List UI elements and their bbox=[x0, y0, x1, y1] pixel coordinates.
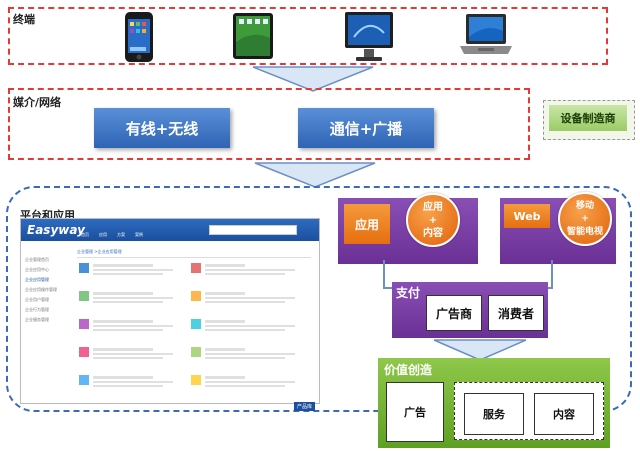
screenshot-badge: 产品库 bbox=[294, 402, 316, 411]
screenshot-sidebar-item: 企业服务管理 bbox=[25, 317, 49, 322]
media-section bbox=[8, 88, 530, 160]
media-title: 媒介/网络 bbox=[13, 96, 62, 109]
payment-label: 支付 bbox=[396, 286, 421, 300]
smartphone-icon bbox=[124, 11, 154, 67]
screenshot-nav: 首页 应用 方案 案例 bbox=[81, 232, 221, 240]
content-card: 内容 bbox=[534, 393, 594, 435]
down-arrow-icon bbox=[248, 64, 378, 98]
screenshot-search bbox=[209, 225, 297, 235]
telecom-broadcast-box: 通信+广播 bbox=[298, 108, 434, 148]
platform-section bbox=[6, 186, 632, 412]
screenshot-sidebar: 企业管理首页 企业应用中心 企业应用管理 企业应用操作管理 企业用户管理 企业行… bbox=[25, 257, 69, 337]
consumer-card: 消费者 bbox=[488, 295, 544, 331]
screenshot-divider bbox=[77, 257, 311, 258]
ad-card: 广告 bbox=[386, 382, 444, 442]
web-tile: Web bbox=[504, 204, 550, 228]
advertiser-card: 广告商 bbox=[426, 295, 482, 331]
screenshot-nav-item: 方案 bbox=[117, 232, 125, 237]
screenshot-sidebar-item: 企业应用管理 bbox=[25, 277, 49, 282]
screenshot-header bbox=[21, 219, 319, 241]
terminal-section bbox=[8, 7, 608, 65]
down-arrow-icon-3 bbox=[430, 338, 530, 366]
screenshot-nav-item: 应用 bbox=[99, 232, 107, 237]
app-content-circle: 应用 + 内容 bbox=[406, 193, 460, 247]
screenshot-nav-item: 首页 bbox=[81, 232, 89, 237]
app-tile: 应用 bbox=[344, 204, 390, 244]
screenshot-logo: Easyway bbox=[27, 223, 85, 237]
screenshot-sidebar-item: 企业行为管理 bbox=[25, 307, 49, 312]
value-creation-label: 价值创造 bbox=[384, 363, 433, 377]
app-screenshot: Easyway 首页 应用 方案 案例 企业管理首页 企业应用中心 企业应用管理… bbox=[20, 218, 320, 404]
laptop-icon bbox=[458, 13, 514, 63]
down-arrow-icon-2 bbox=[250, 160, 380, 194]
screenshot-sidebar-item: 企业管理首页 bbox=[25, 257, 49, 262]
screenshot-sidebar-item: 企业应用中心 bbox=[25, 267, 49, 272]
monitor-icon bbox=[344, 11, 394, 67]
wired-wireless-box: 有线+无线 bbox=[94, 108, 230, 148]
equipment-manufacturer-label: 设备制造商 bbox=[549, 105, 627, 131]
mobile-tv-circle: 移动 + 智能电视 bbox=[558, 192, 612, 246]
screenshot-sidebar-item: 企业用户管理 bbox=[25, 297, 49, 302]
tablet-icon bbox=[232, 12, 274, 64]
screenshot-nav-item: 案例 bbox=[135, 232, 143, 237]
screenshot-sidebar-item: 企业应用操作管理 bbox=[25, 287, 57, 292]
screenshot-breadcrumb: 企业管理 >企业应用管理 bbox=[77, 249, 122, 254]
terminal-title: 终端 bbox=[13, 13, 35, 26]
screenshot-tile-grid bbox=[79, 263, 309, 398]
service-card: 服务 bbox=[464, 393, 524, 435]
